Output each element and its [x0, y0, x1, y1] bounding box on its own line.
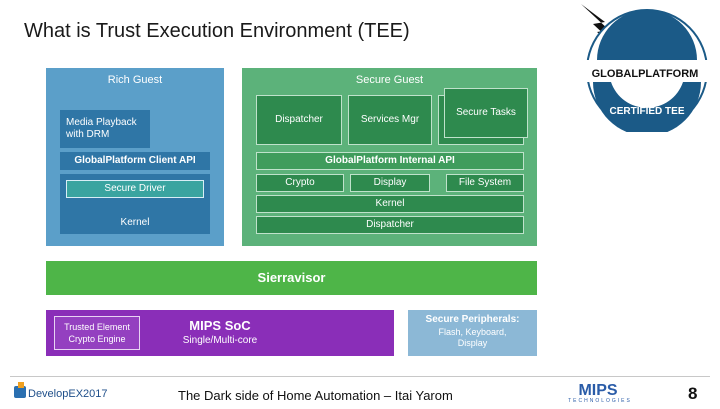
- mips-soc-title: MIPS SoC: [189, 318, 251, 333]
- mips-wordmark: MIPS: [578, 382, 617, 399]
- client-api-bar: GlobalPlatform Client API: [60, 152, 210, 170]
- crypto-label: Crypto: [285, 177, 315, 188]
- media-playback-box: Media Playback with DRM: [60, 110, 150, 148]
- dispatcher-top-label: Dispatcher: [275, 114, 323, 125]
- certified-tee-text: CERTIFIED TEE: [609, 106, 684, 117]
- mips-subtext: TECHNOLOGIES: [568, 398, 632, 404]
- secure-peripherals-title: Secure Peripherals:: [425, 314, 520, 325]
- internal-api-label: GlobalPlatform Internal API: [325, 155, 455, 166]
- page-number: 8: [688, 384, 698, 403]
- display-label: Display: [373, 177, 407, 188]
- secure-peripherals-box: [408, 310, 537, 356]
- file-system-box: File System: [446, 174, 524, 192]
- dispatcher-bottom-label: Dispatcher: [366, 219, 414, 230]
- secure-tasks-label: Secure Tasks: [456, 107, 516, 118]
- display-box: Display: [350, 174, 430, 192]
- secure-peripherals-detail: Flash, Keyboard, Display: [438, 327, 507, 348]
- slide-title: What is Trust Execution Environment (TEE…: [24, 20, 410, 42]
- media-playback-label: Media Playback with DRM: [66, 117, 137, 140]
- rich-guest-label: Rich Guest: [107, 74, 163, 86]
- dispatcher-top-box: Dispatcher: [256, 95, 342, 145]
- rich-kernel-label: Kernel: [120, 217, 150, 228]
- secure-kernel-bar: Kernel: [256, 195, 524, 213]
- sierravisor-label: Sierravisor: [257, 270, 326, 285]
- mips-logo: MIPS TECHNOLOGIES: [560, 380, 640, 404]
- secure-driver-box: Secure Driver: [66, 180, 204, 198]
- sierravisor-bar: Sierravisor: [46, 261, 537, 295]
- secure-driver-label: Secure Driver: [104, 183, 166, 194]
- client-api-label: GlobalPlatform Client API: [74, 155, 196, 166]
- internal-api-bar: GlobalPlatform Internal API: [256, 152, 524, 170]
- secure-guest-label: Secure Guest: [355, 74, 424, 86]
- dispatcher-bottom-bar: Dispatcher: [256, 216, 524, 234]
- footer-divider: [10, 376, 710, 377]
- file-system-label: File System: [458, 177, 512, 188]
- secure-tasks-box: Secure Tasks: [444, 88, 528, 138]
- developex-logo: DevelopEX2017: [14, 382, 124, 402]
- secure-kernel-label: Kernel: [375, 198, 405, 209]
- services-mgr-label: Services Mgr: [360, 114, 420, 125]
- rich-kernel-label-box: Kernel: [60, 214, 210, 232]
- developex-wordmark: DevelopEX2017: [28, 388, 108, 400]
- globalplatform-logo: GLOBALPLATFORM CERTIFIED TEE: [575, 2, 715, 136]
- trusted-element-box: Trusted Element Crypto Engine: [54, 316, 140, 350]
- crypto-box: Crypto: [256, 174, 344, 192]
- trusted-element-label: Trusted Element Crypto Engine: [64, 322, 130, 344]
- services-mgr-box: Services Mgr: [348, 95, 432, 145]
- mips-soc-subtitle: Single/Multi-core: [182, 335, 258, 346]
- footer-text: The Dark side of Home Automation – Itai …: [178, 388, 453, 403]
- globalplatform-wordmark: GLOBALPLATFORM: [592, 68, 699, 80]
